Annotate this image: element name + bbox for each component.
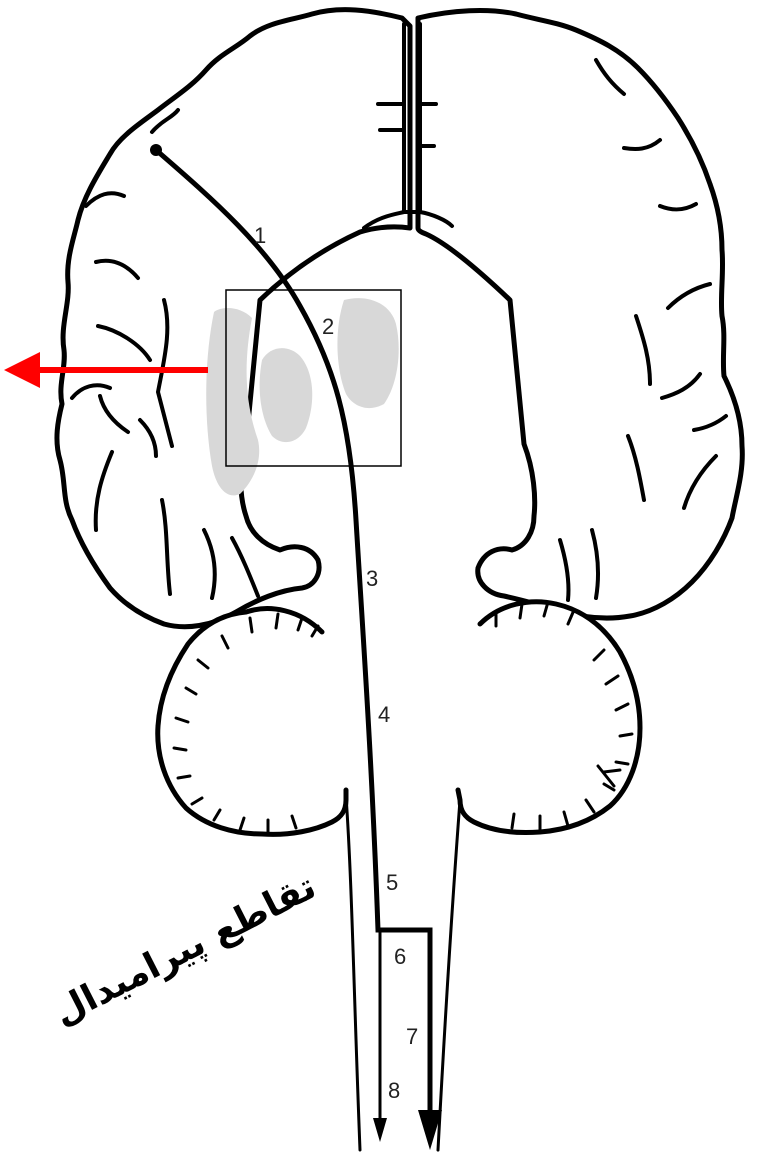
red-arrow-head <box>4 352 40 388</box>
thalamus <box>337 298 398 408</box>
right-hemisphere <box>418 11 742 619</box>
pyramidal-decussation-caption: تقاطع پیرامیدال <box>47 866 322 1033</box>
spinal-cord-left <box>346 796 360 1150</box>
label-4: 4 <box>378 702 390 727</box>
label-1: 1 <box>254 223 266 248</box>
spinal-cord-right <box>438 800 460 1150</box>
label-6: 6 <box>394 944 406 969</box>
right-cerebellum <box>458 602 640 833</box>
label-5: 5 <box>386 870 398 895</box>
label-8: 8 <box>388 1078 400 1103</box>
label-7: 7 <box>406 1024 418 1049</box>
anterior-tract-arrowhead <box>373 1118 387 1142</box>
label-2: 2 <box>322 314 334 339</box>
label-3: 3 <box>366 566 378 591</box>
basal-ganglia-putamen <box>260 348 313 442</box>
